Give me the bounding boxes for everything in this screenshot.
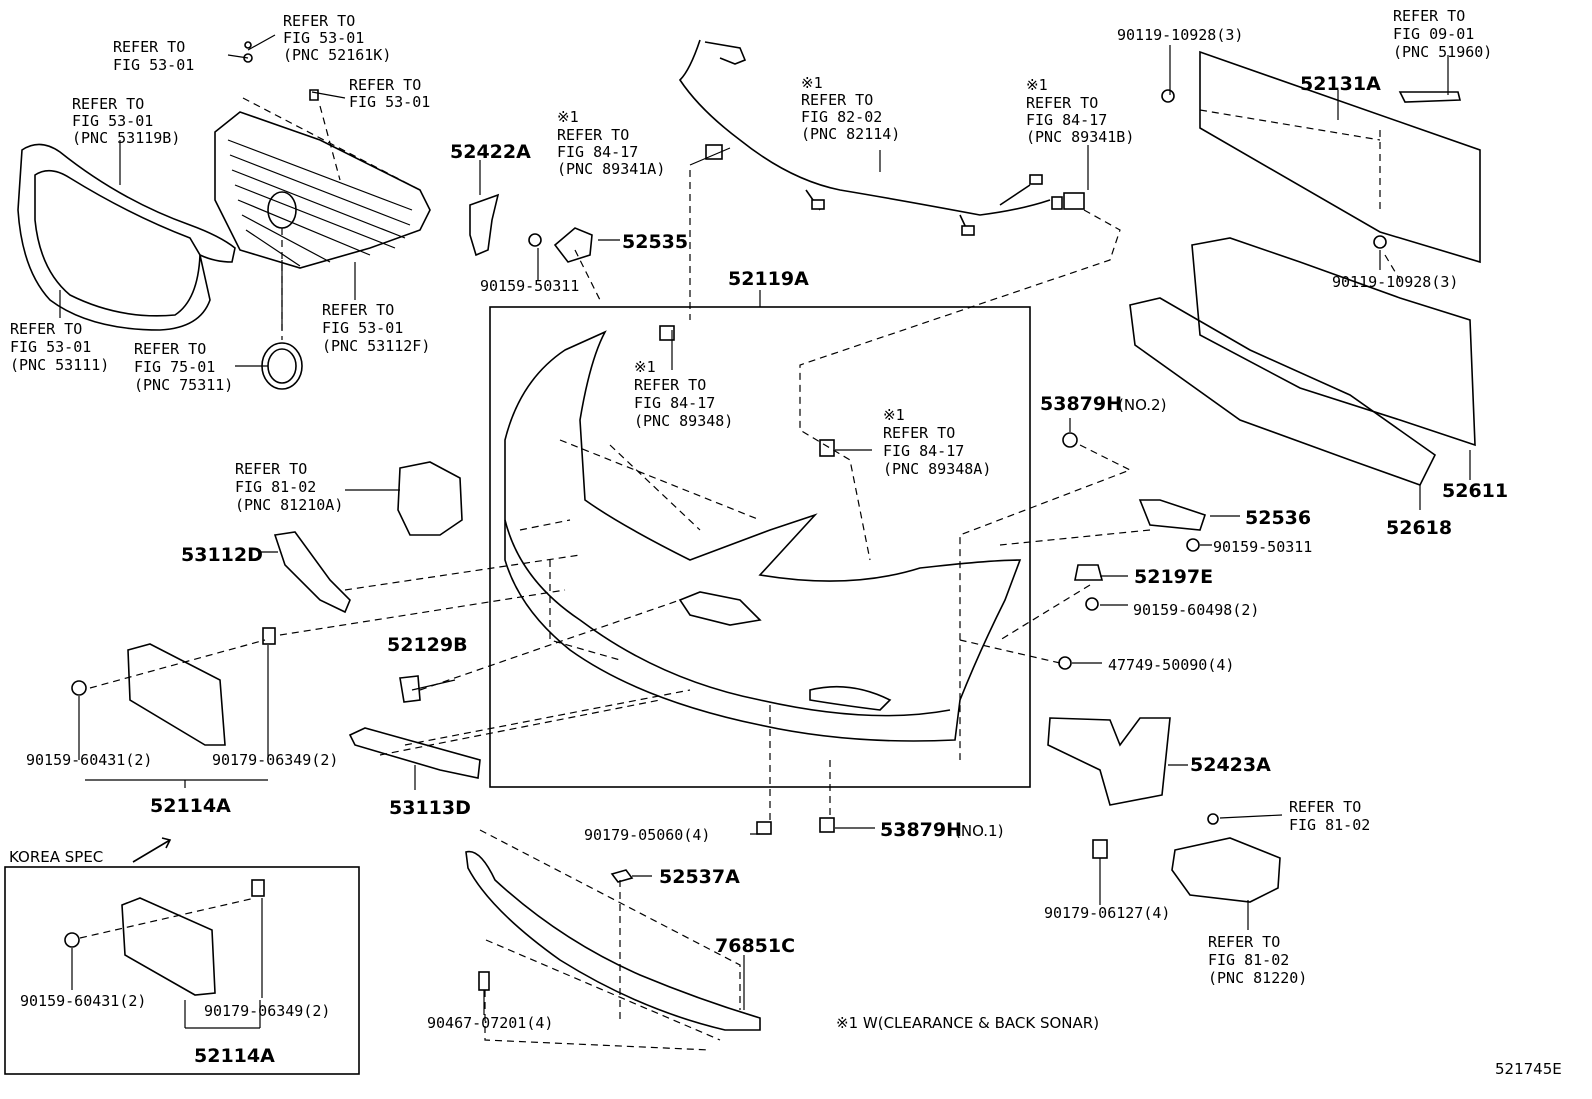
part-number-label: 52114A xyxy=(150,795,231,817)
clip-53879h-no1-drawing xyxy=(819,817,835,833)
part-number-label: 90119-10928(3) xyxy=(1332,273,1458,291)
part-number-label: 53113D xyxy=(389,797,471,819)
clip-52537a-drawing xyxy=(610,869,634,883)
bolt-drawing xyxy=(1161,89,1175,103)
bolt-drawing xyxy=(1373,235,1387,249)
part-number-label: 90159-50311 xyxy=(1213,538,1312,556)
part-number-label: 52618 xyxy=(1386,517,1452,539)
korea-license-bracket-drawing xyxy=(121,897,216,996)
bolt-drawing xyxy=(1085,597,1099,611)
bolt-drawing xyxy=(71,680,87,696)
absorber-52618-drawing xyxy=(1129,297,1437,486)
cover-52129b-drawing xyxy=(399,675,421,703)
part-number-label: 47749-50090(4) xyxy=(1108,656,1234,674)
part-number-label: 52422A xyxy=(450,141,531,163)
part-number-label: 52537A xyxy=(659,866,740,888)
screw-drawing xyxy=(1207,813,1219,825)
part-number-label: 52114A xyxy=(194,1045,275,1067)
part-number-label: 52423A xyxy=(1190,754,1271,776)
retainer-53113d-drawing xyxy=(348,727,481,779)
arrow-icon xyxy=(132,837,172,863)
part-number-suffix: (NO.2) xyxy=(1118,396,1166,414)
bumper-cover-drawing xyxy=(504,330,1022,742)
nut-drawing xyxy=(262,627,276,645)
stay-51960-drawing xyxy=(1398,91,1462,103)
part-number-label: 90159-50311 xyxy=(480,277,579,295)
part-number-label: 90179-06349(2) xyxy=(204,1002,330,1020)
part-number-label: 90179-05060(4) xyxy=(584,826,710,844)
part-number-label: 90159-60431(2) xyxy=(26,751,152,769)
part-number-label: 52119A xyxy=(728,268,809,290)
part-number-label: 53112D xyxy=(181,544,263,566)
bracket-52422a-drawing xyxy=(469,193,500,257)
part-number-label: 90159-60431(2) xyxy=(20,992,146,1010)
nut-drawing xyxy=(1092,839,1108,859)
sensor-drawings xyxy=(659,144,1085,457)
part-number-label: 52536 xyxy=(1245,507,1311,529)
grille-frame-drawing xyxy=(17,143,236,331)
part-number-label: 52611 xyxy=(1442,480,1508,502)
part-number-label: 90179-06127(4) xyxy=(1044,904,1170,922)
cover-52423a-drawing xyxy=(1047,717,1171,806)
retainer-52536-drawing xyxy=(1138,499,1207,531)
part-number-label: 90179-06349(2) xyxy=(212,751,338,769)
bolt-drawing xyxy=(1186,538,1200,552)
part-number-label: 52131A xyxy=(1300,73,1381,95)
bolt-drawing xyxy=(64,932,80,948)
footnote-label: ※1 W(CLEARANCE & BACK SONAR) xyxy=(836,1014,1099,1032)
part-number-suffix: (NO.1) xyxy=(955,822,1003,840)
part-number-label: 52129B xyxy=(387,634,468,656)
sonar-wire-harness-drawing xyxy=(678,39,1051,236)
nut-52197e-drawing xyxy=(1074,564,1104,581)
leader-lines xyxy=(59,34,1471,1051)
part-number-label: 53879H xyxy=(1040,393,1122,415)
fog-lamp-drawing xyxy=(1171,837,1281,903)
diagram-code-label: 521745E xyxy=(1495,1060,1562,1078)
bumper-assembly-box xyxy=(489,306,1031,788)
part-number-label: 90467-07201(4) xyxy=(427,1014,553,1032)
license-plate-bracket-drawing xyxy=(127,643,226,746)
clip-53879h-drawing xyxy=(1062,432,1078,448)
part-number-label: 90159-60498(2) xyxy=(1133,601,1259,619)
part-number-label: 52197E xyxy=(1134,566,1213,588)
korea-spec-box xyxy=(4,866,360,1075)
bolt-drawing xyxy=(1058,656,1072,670)
duct-drawing xyxy=(397,461,463,536)
absorber-52611-drawing xyxy=(1191,237,1476,447)
part-number-label: 90119-10928(3) xyxy=(1117,26,1243,44)
retainer-52535-drawing xyxy=(553,227,593,263)
nut-drawing xyxy=(251,879,265,897)
reinforcement-52131a-drawing xyxy=(1199,50,1481,264)
screw-drawing xyxy=(478,971,490,991)
part-number-label: 53879H xyxy=(880,819,962,841)
part-number-label: 76851C xyxy=(715,935,795,957)
spoiler-76851c-drawing xyxy=(465,850,761,1031)
nut-drawing xyxy=(756,821,772,835)
clip-drawing xyxy=(528,233,542,247)
korea-spec-label: KOREA SPEC xyxy=(9,848,103,866)
retainer-53112d-drawing xyxy=(273,531,351,614)
part-number-label: 52535 xyxy=(622,231,688,253)
